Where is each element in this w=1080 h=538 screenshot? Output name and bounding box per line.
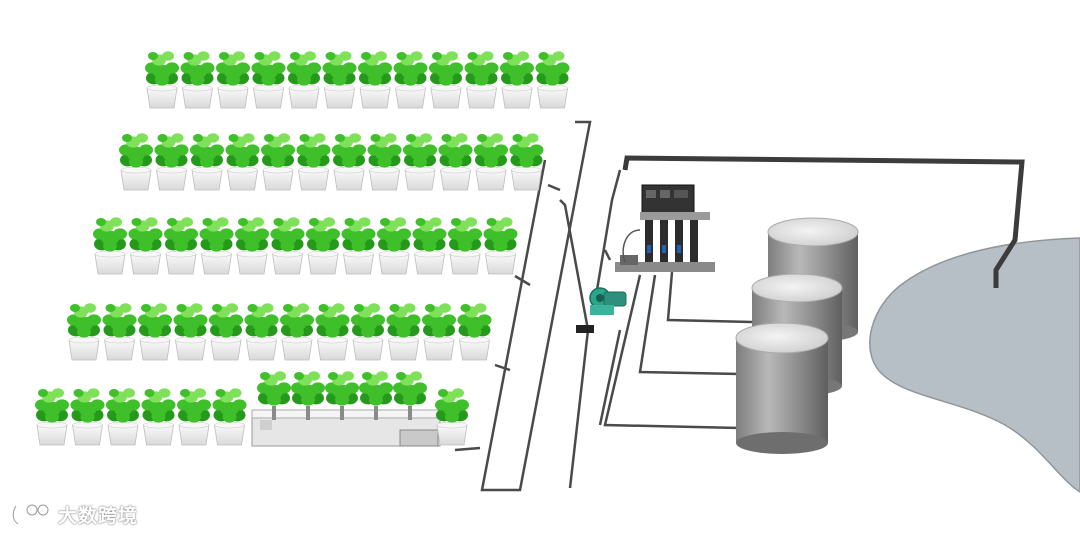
potted-plant: [280, 303, 314, 360]
potted-plant: [403, 133, 437, 190]
potted-plant: [351, 303, 385, 360]
potted-plant: [235, 217, 269, 274]
watermark-text: 大数跨境: [58, 501, 138, 528]
potted-plant: [252, 51, 286, 108]
potted-plant: [323, 51, 357, 108]
potted-plant: [510, 133, 544, 190]
potted-plant: [67, 303, 101, 360]
potted-plant: [142, 388, 176, 445]
potted-plant: [342, 217, 376, 274]
potted-plant: [394, 51, 428, 108]
potted-plant: [190, 133, 224, 190]
potted-plant: [297, 133, 331, 190]
potted-plant: [316, 303, 350, 360]
potted-plant: [181, 51, 215, 108]
potted-plant: [368, 133, 402, 190]
link-logo-icon: [10, 500, 54, 528]
potted-plant: [226, 133, 260, 190]
potted-plant: [387, 303, 421, 360]
watermark: 大数跨境: [10, 500, 138, 528]
potted-plant: [458, 303, 492, 360]
potted-plant: [465, 51, 499, 108]
potted-plant: [500, 51, 534, 108]
potted-plant: [93, 217, 127, 274]
potted-plant: [164, 217, 198, 274]
potted-plant: [71, 388, 105, 445]
potted-plant: [439, 133, 473, 190]
potted-plant: [306, 217, 340, 274]
pond: [870, 238, 1080, 492]
potted-plant: [484, 217, 518, 274]
potted-plant: [332, 133, 366, 190]
potted-plant: [129, 217, 163, 274]
potted-plant: [209, 303, 243, 360]
fertigation-controller-icon: [615, 185, 715, 272]
potted-plant: [536, 51, 570, 108]
potted-plant: [103, 303, 137, 360]
potted-plant: [213, 388, 247, 445]
potted-plant: [422, 303, 456, 360]
potted-plant: [174, 303, 208, 360]
potted-plant: [145, 51, 179, 108]
potted-plant: [155, 133, 189, 190]
potted-plant: [271, 217, 305, 274]
potted-plant: [216, 51, 250, 108]
potted-plant: [261, 133, 295, 190]
potted-plant: [200, 217, 234, 274]
potted-plant: [138, 303, 172, 360]
fertilizer-tank-3: [736, 323, 828, 454]
potted-plant: [106, 388, 140, 445]
potted-plant: [358, 51, 392, 108]
potted-plant: [474, 133, 508, 190]
potted-plant: [287, 51, 321, 108]
potted-plant: [448, 217, 482, 274]
potted-plant: [377, 217, 411, 274]
potted-plant: [245, 303, 279, 360]
plant-rows: [35, 51, 570, 445]
potted-plant: [119, 133, 153, 190]
potted-plant: [413, 217, 447, 274]
potted-plant: [429, 51, 463, 108]
potted-plant: [177, 388, 211, 445]
potted-plant: [35, 388, 69, 445]
potted-plant: [435, 388, 469, 445]
